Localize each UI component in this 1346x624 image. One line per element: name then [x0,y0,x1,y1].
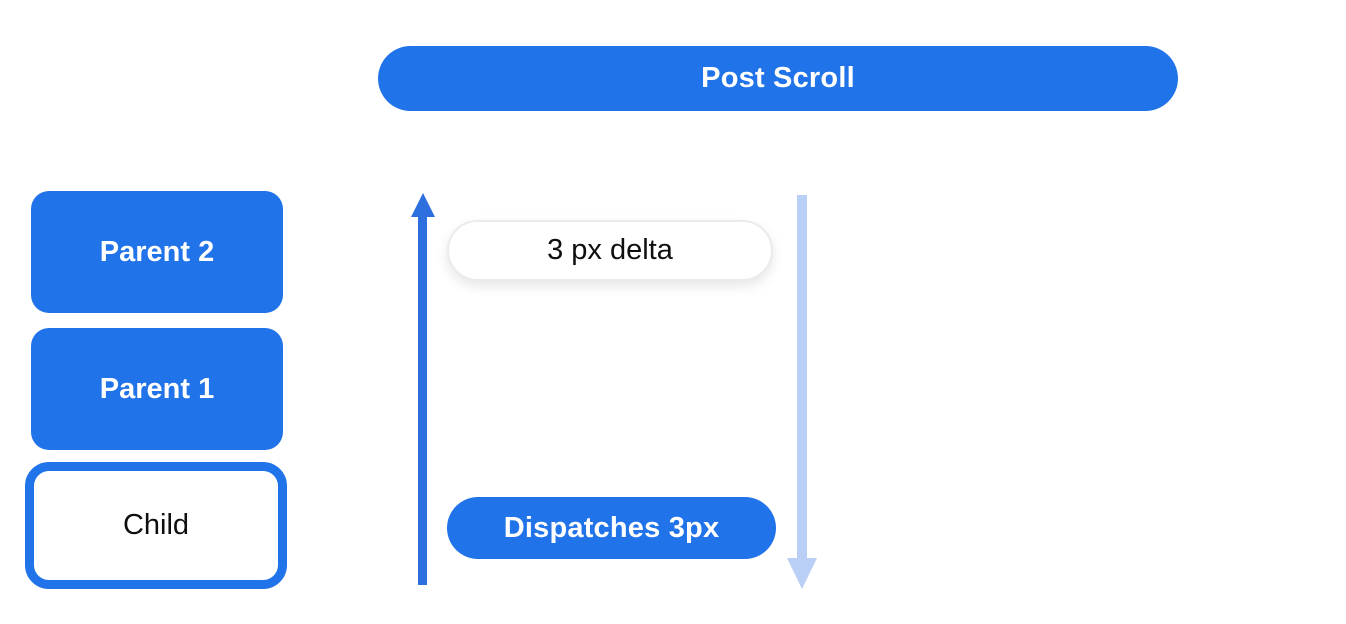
arrow-down-head [787,558,817,589]
dispatches-pill: Dispatches 3px [447,497,776,559]
child-label: Child [122,509,190,541]
dispatches-pill-label: Dispatches 3px [503,511,720,544]
child-box: Child [25,462,287,589]
delta-pill: 3 px delta [447,220,773,281]
parent-1-box: Parent 1 [31,328,283,450]
arrow-down-shaft [797,195,807,558]
arrow-up-shaft [418,212,427,585]
post-scroll-banner-label: Post Scroll [701,62,855,94]
post-scroll-banner: Post Scroll [378,46,1178,111]
delta-pill-label: 3 px delta [547,234,673,266]
parent-1-label: Parent 1 [99,372,215,405]
parent-2-label: Parent 2 [99,235,215,268]
parent-2-box: Parent 2 [31,191,283,313]
